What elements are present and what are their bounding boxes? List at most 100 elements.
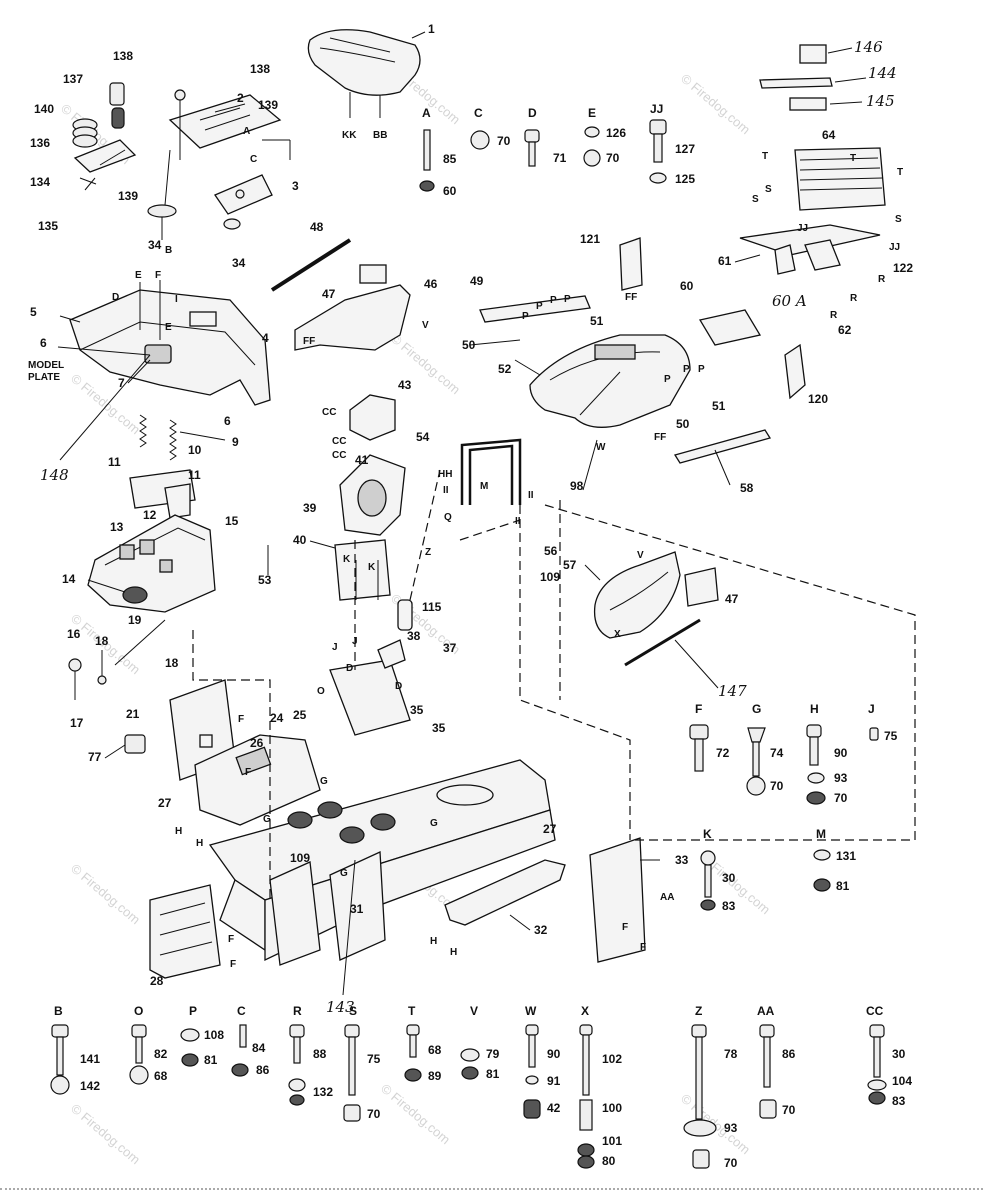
letter-label: F [155, 270, 161, 281]
letter-label: CC [332, 436, 346, 447]
hardware-part-number: 91 [547, 1074, 561, 1088]
callout-labels: 1 2 3 4 5 6 6 7 9 10 11 11 12 13 14 15 1… [30, 22, 913, 988]
letter-label: F [228, 934, 234, 945]
hardware-letter: R [293, 1004, 302, 1018]
dash-panel-part [68, 514, 216, 700]
hardware-part-number: 93 [834, 771, 848, 785]
leader-lines [57, 254, 761, 931]
letter-label: FF [303, 336, 315, 347]
letter-label: I [175, 294, 178, 305]
watermarks: © Firedog.com © Firedog.com © Firedog.co… [58, 61, 773, 1167]
callout: 52 [498, 362, 512, 376]
callout: 109 [290, 851, 310, 865]
callout: 6 [40, 336, 47, 350]
callout: 38 [407, 629, 421, 643]
hardware-part-number: 70 [367, 1107, 381, 1121]
hardware-part-number: 82 [154, 1047, 168, 1061]
hardware-letter: A [422, 106, 431, 120]
hardware-part-number: 108 [204, 1028, 224, 1042]
handwritten-annotations: 143 144 145 146 147 148 60 A [40, 38, 897, 1016]
hardware-letter: JJ [650, 102, 663, 116]
letter-label: H [196, 838, 203, 849]
callout: 26 [250, 736, 264, 750]
letter-label: KK [342, 130, 357, 141]
letter-label: R [830, 310, 838, 321]
callout: 34 [232, 256, 246, 270]
callout: 24 [270, 711, 284, 725]
hardware-part-number: 70 [782, 1103, 796, 1117]
steering-support-part [334, 394, 406, 601]
callout: 98 [570, 479, 584, 493]
grille-bar-part [673, 429, 772, 464]
letter-label: D [112, 292, 119, 303]
hardware-letter: Z [695, 1004, 702, 1018]
callout: 134 [30, 175, 50, 189]
hardware-part-number: 75 [367, 1052, 381, 1066]
hardware-part-number: 42 [547, 1101, 561, 1115]
callout: 18 [165, 656, 179, 670]
hardware-part-number: 131 [836, 849, 856, 863]
hardware-key-bottom: B 141 142 O 82 68 P 108 81 C 84 86 R 88 … [54, 1004, 912, 1170]
callout: 13 [110, 520, 124, 534]
callout: 47 [725, 592, 739, 606]
hardware-part-number: 93 [724, 1121, 738, 1135]
callout: 27 [543, 822, 557, 836]
callout: 62 [838, 323, 852, 337]
callout: 140 [34, 102, 54, 116]
hardware-part-number: 79 [486, 1047, 500, 1061]
hardware-part-number: 70 [497, 134, 511, 148]
letter-label: Q [444, 512, 452, 523]
rear-seat-assembly [739, 44, 886, 275]
hardware-letter: T [408, 1004, 416, 1018]
letter-label: JJ [889, 242, 900, 253]
callout: 16 [67, 627, 81, 641]
letter-label: F [622, 922, 628, 933]
hardware-letter: J [868, 702, 875, 716]
hardware-part-number: 127 [675, 142, 695, 156]
callout: 139 [118, 189, 138, 203]
callout: 41 [355, 453, 369, 467]
callout: 51 [712, 399, 726, 413]
hardware-part-number: 71 [553, 151, 567, 165]
model-label: MODEL [28, 360, 64, 371]
hardware-letter: C [237, 1004, 246, 1018]
watermark: © Firedog.com [68, 861, 143, 927]
letter-label: S [895, 214, 902, 225]
chassis-frame [149, 599, 646, 979]
letter-label: FF [625, 292, 637, 303]
letter-label: B [165, 245, 172, 256]
letter-label: W [596, 442, 606, 453]
callout: 43 [398, 378, 412, 392]
letter-label: O [317, 686, 325, 697]
hardware-bottom-row [50, 1024, 887, 1169]
letter-label: V [422, 320, 429, 331]
hardware-part-number: 30 [722, 871, 736, 885]
letter-label: CC [332, 450, 346, 461]
hardware-letter: E [588, 106, 596, 120]
callout: 14 [62, 572, 76, 586]
seat-bracket-assembly [72, 82, 291, 240]
letter-label: P [550, 295, 557, 306]
hardware-part-number: 86 [782, 1047, 796, 1061]
hardware-part-number: 30 [892, 1047, 906, 1061]
hardware-letter: W [525, 1004, 537, 1018]
seat-part [307, 29, 426, 118]
letter-label: J [352, 636, 358, 647]
hardware-part-number: 74 [770, 746, 784, 760]
callout: 50 [462, 338, 476, 352]
hardware-letter: AA [757, 1004, 775, 1018]
letter-label: G [430, 818, 438, 829]
callout: 136 [30, 136, 50, 150]
callout: 115 [422, 600, 442, 614]
hardware-key-mid: F 72 G 74 70 H 90 93 70 J 75 K 30 83 M 1… [695, 702, 898, 913]
grille-frame-part [460, 438, 522, 505]
letter-label: D [346, 663, 353, 674]
letter-label: P [564, 294, 571, 305]
letter-label: M [480, 481, 488, 492]
hardware-part-number: 78 [724, 1047, 738, 1061]
callout: 58 [740, 481, 754, 495]
callout: 138 [250, 62, 270, 76]
callout: 33 [675, 853, 689, 867]
letter-label: G [263, 814, 271, 825]
handwritten-callout: 60 A [772, 292, 807, 310]
